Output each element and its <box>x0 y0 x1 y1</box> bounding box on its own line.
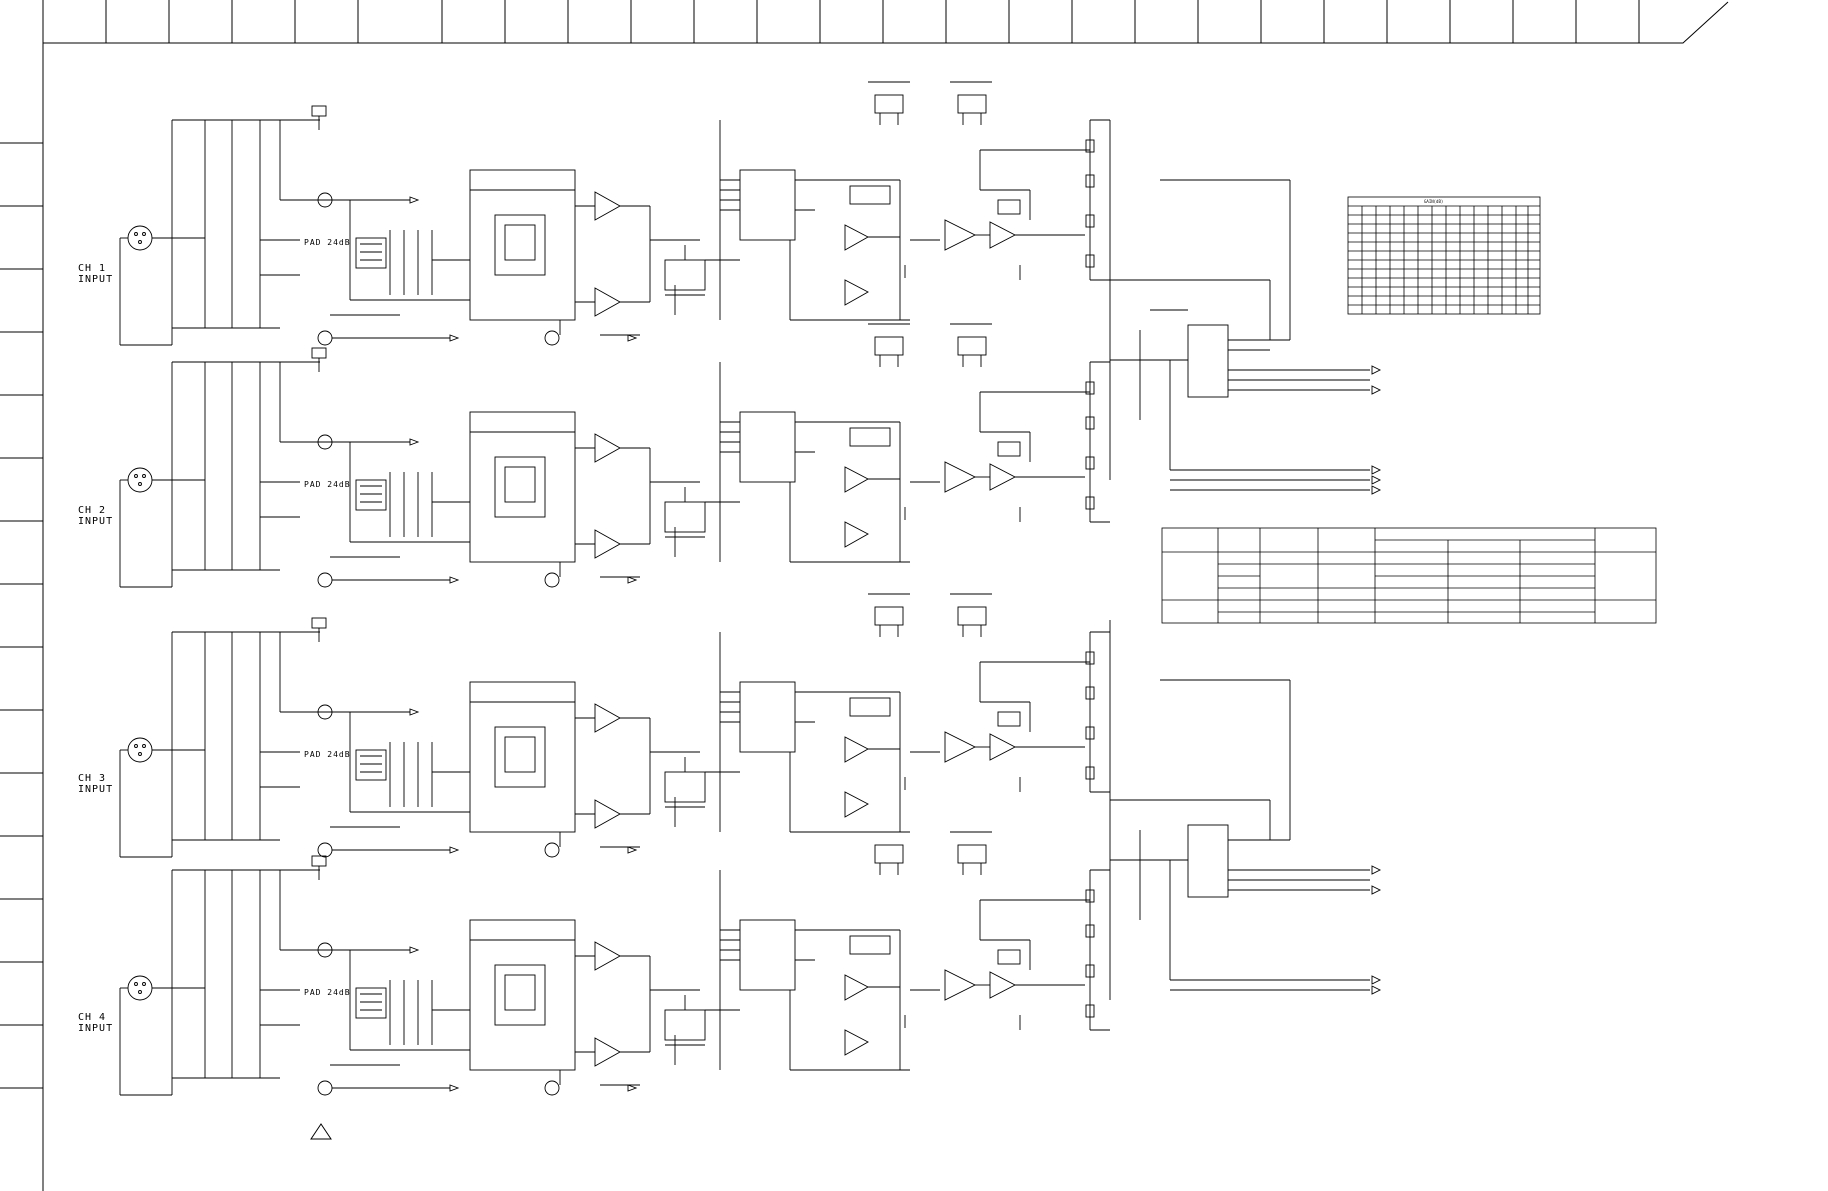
channel-block-4 <box>119 831 1111 1096</box>
channel-block-3 <box>119 593 1111 858</box>
pad-label-2: PAD 24dB <box>304 480 351 489</box>
sheet-border <box>43 1 1729 44</box>
pad-label-4: PAD 24dB <box>304 988 351 997</box>
top-column-ticks <box>105 0 1640 43</box>
gain-table <box>1347 196 1541 315</box>
channel-block-1 <box>119 81 1111 346</box>
gain-table-title: GAIN(dB) <box>1424 199 1444 204</box>
left-row-ticks <box>0 142 43 1089</box>
adc-section-top <box>1109 120 1382 495</box>
caution-icon <box>310 1123 332 1140</box>
pad-label-1: PAD 24dB <box>304 238 351 247</box>
pad-label-3: PAD 24dB <box>304 750 351 759</box>
parts-table <box>1161 527 1657 624</box>
channel-block-2 <box>119 323 1111 588</box>
adc-section-bottom <box>1109 620 1382 1000</box>
